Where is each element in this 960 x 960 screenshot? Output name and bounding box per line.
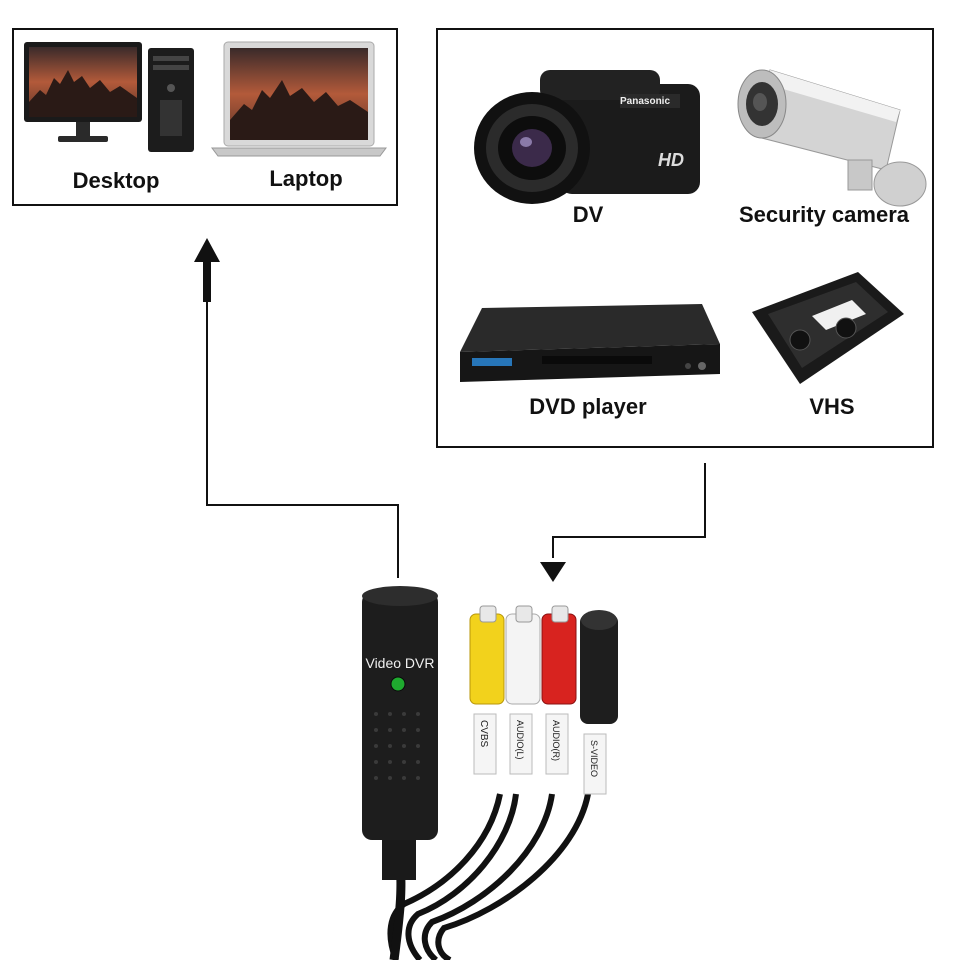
device-label: Video DVR xyxy=(365,655,434,671)
source-label-dv: DV xyxy=(572,202,604,227)
camcorder-icon: Panasonic HD xyxy=(474,70,700,204)
source-label-dvd-player: DVD player xyxy=(529,394,647,419)
arrow-down-icon xyxy=(540,562,566,582)
camcorder-brand: Panasonic xyxy=(620,96,670,107)
cable-tag-s-video: S-VIDEO xyxy=(589,740,599,777)
laptop-icon xyxy=(211,41,387,157)
cable-tag-cvbs: CVBS xyxy=(478,720,489,748)
computer-targets-box: Desktop Laptop xyxy=(12,28,398,206)
source-label-vhs: VHS xyxy=(809,394,855,419)
target-label-laptop: Laptop xyxy=(269,166,343,191)
camcorder-hd-badge: HD xyxy=(658,150,684,170)
video-sources-box: Panasonic HD DV Security camera DVD play… xyxy=(436,28,934,448)
arrow-up-icon xyxy=(194,238,220,302)
vhs-tape-icon xyxy=(752,272,904,384)
target-label-desktop: Desktop xyxy=(72,168,160,193)
security-camera-icon xyxy=(737,69,927,207)
video-capture-device: CVBS AUDIO(L) AUDIO(R) S-VIDEO Video DVR xyxy=(362,586,618,960)
dvd-player-icon xyxy=(460,304,720,382)
cable-tag-audio-l: AUDIO(L) xyxy=(515,720,525,760)
cable-tag-audio-r: AUDIO(R) xyxy=(551,720,561,761)
source-to-device-line xyxy=(552,463,706,558)
desktop-computer-icon xyxy=(24,42,194,152)
device-to-computer-line xyxy=(206,300,399,578)
source-label-security-camera: Security camera xyxy=(739,202,909,227)
